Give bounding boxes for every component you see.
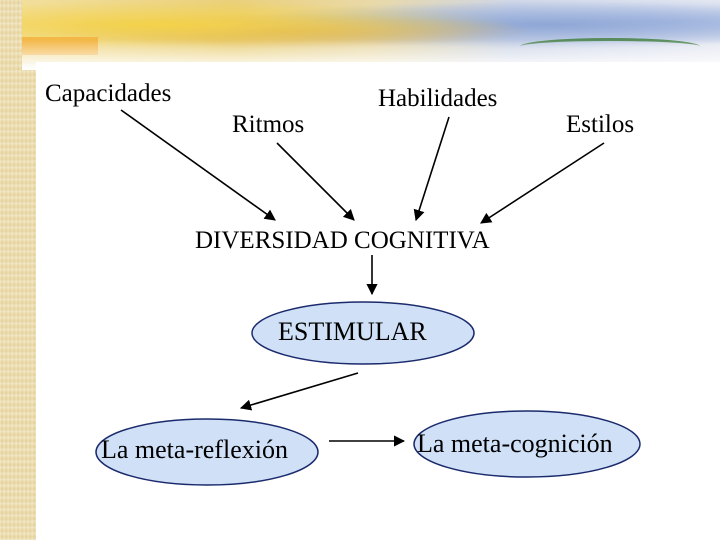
node-meta-reflexion: La meta-reflexión	[101, 435, 288, 465]
arrow-estilos-to-diversidad	[481, 143, 604, 223]
node-habilidades: Habilidades	[378, 85, 497, 113]
node-ritmos: Ritmos	[232, 111, 304, 139]
node-capacidades: Capacidades	[45, 80, 171, 108]
arrow-ritmos-to-diversidad	[277, 143, 354, 220]
arrow-estimular-to-meta-reflexion	[241, 373, 358, 408]
node-estilos: Estilos	[566, 111, 634, 139]
arrow-habilidades-to-diversidad	[416, 117, 449, 220]
node-meta-cognicion: La meta-cognición	[417, 429, 613, 459]
node-diversidad-cognitiva: DIVERSIDAD COGNITIVA	[195, 227, 490, 255]
node-estimular: ESTIMULAR	[278, 317, 427, 347]
